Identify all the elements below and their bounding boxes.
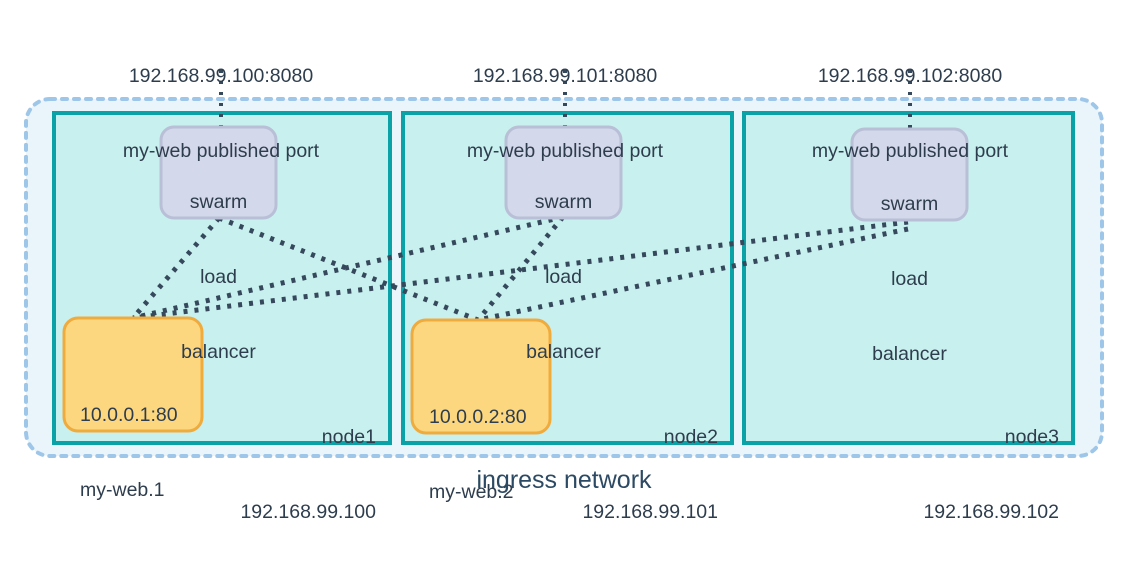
lb-line-2c: balancer [526,340,601,363]
lb-line-1b: load [200,265,237,288]
route-lb3-to-task1 [132,219,909,321]
node-ip-2: 192.168.99.101 [582,500,718,523]
lb-line-3c: balancer [872,342,947,365]
lb-line-3a: swarm [880,192,939,215]
lb-line-3b: load [891,267,928,290]
node-name-1: node1 [321,425,376,448]
published-port-caption-1: my-web published port [122,139,320,162]
diagram-svg [24,70,1104,458]
swarm-load-balancer-label-3: swarm load balancer [852,142,967,416]
route-lb1-to-task2 [218,215,479,323]
task-box-my-web-2[interactable] [410,318,552,435]
published-port-label-3: 192.168.99.102:8080 my-web published por… [790,14,1030,214]
node-ip-3: 192.168.99.102 [923,500,1059,523]
swarm-load-balancer-box-2[interactable] [504,125,623,220]
lb-line-2b: load [545,265,582,288]
task-box-my-web-1[interactable] [62,316,204,433]
ingress-network-title: ingress network [476,466,652,494]
node-name-2: node2 [663,425,718,448]
published-port-caption-2: my-web published port [466,139,664,162]
task-label-my-web-1: 10.0.0.1:80 my-web.1 [80,353,210,553]
node-name-3: node3 [1004,425,1059,448]
node-label-node1: node1 192.168.99.100 [150,375,376,575]
node-ip-1: 192.168.99.100 [240,500,376,523]
swarm-load-balancer-label-2: swarm load balancer [506,140,621,414]
published-port-label-2: 192.168.99.101:8080 my-web published por… [445,14,685,214]
task-address-2: 10.0.0.2:80 [429,405,527,428]
diagram-canvas: 192.168.99.100:8080 my-web published por… [24,14,1104,523]
published-port-caption-3: my-web published port [811,139,1009,162]
swarm-load-balancer-label-1: swarm load balancer [161,140,276,414]
task-name-1: my-web.1 [80,478,165,501]
swarm-load-balancer-box-3[interactable] [850,127,969,222]
lb-line-1c: balancer [181,340,256,363]
task-address-1: 10.0.0.1:80 [80,403,178,426]
lb-line-2a: swarm [534,190,593,213]
task-name-2: my-web.2 [429,480,514,503]
route-lb3-to-task2 [477,226,909,323]
route-lb2-to-task1 [132,214,564,321]
route-lb2-to-task2 [476,215,565,322]
swarm-load-balancer-box-1[interactable] [159,125,278,220]
task-label-my-web-2: 10.0.0.2:80 my-web.2 [429,355,559,555]
published-port-address-2: 192.168.99.101:8080 [472,64,658,87]
published-port-address-1: 192.168.99.100:8080 [128,64,314,87]
published-port-address-3: 192.168.99.102:8080 [817,64,1003,87]
published-port-label-1: 192.168.99.100:8080 my-web published por… [101,14,341,214]
lb-line-1a: swarm [189,190,248,213]
node-label-node3: node3 192.168.99.102 [833,375,1059,575]
